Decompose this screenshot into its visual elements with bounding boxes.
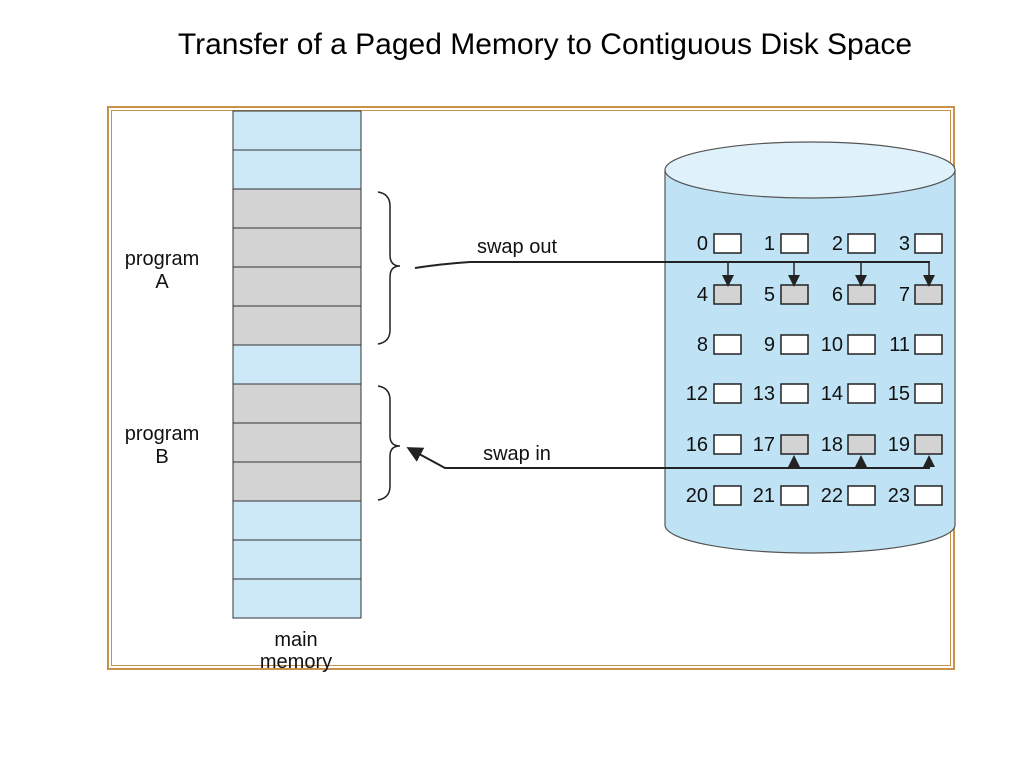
disk-block-free bbox=[847, 233, 876, 254]
disk-cylinder bbox=[664, 141, 956, 554]
memory-frame-used bbox=[232, 227, 362, 268]
disk-block-number: 17 bbox=[753, 434, 775, 456]
disk-block-number: 23 bbox=[888, 485, 910, 507]
disk-block-number: 2 bbox=[832, 233, 843, 255]
swap-in-arrow bbox=[406, 447, 935, 469]
disk-block-number: 6 bbox=[832, 284, 843, 306]
swap-in-label: swap in bbox=[483, 443, 551, 465]
disk-block-number: 13 bbox=[753, 383, 775, 405]
disk-block-number: 19 bbox=[888, 434, 910, 456]
disk-block-number: 3 bbox=[899, 233, 910, 255]
disk-block-number: 9 bbox=[764, 334, 775, 356]
disk-block-free bbox=[780, 383, 809, 404]
memory-frame-free bbox=[232, 578, 362, 619]
disk-block-free bbox=[914, 485, 943, 506]
disk-block-number: 1 bbox=[764, 233, 775, 255]
disk-block-number: 18 bbox=[821, 434, 843, 456]
program-b-brace bbox=[377, 385, 401, 501]
slide-title: Transfer of a Paged Memory to Contiguous… bbox=[177, 28, 913, 61]
disk-block-free bbox=[780, 233, 809, 254]
disk-block-free bbox=[713, 383, 742, 404]
disk-block-used bbox=[713, 284, 742, 305]
disk-block-used bbox=[847, 434, 876, 455]
memory-caption-line1: main bbox=[274, 629, 317, 651]
program-b-label-line1: program bbox=[125, 423, 199, 445]
disk-block-number: 11 bbox=[889, 334, 910, 356]
memory-frame-used bbox=[232, 383, 362, 424]
memory-frame-free bbox=[232, 539, 362, 580]
disk-block-number: 10 bbox=[821, 334, 843, 356]
memory-frame-free bbox=[232, 500, 362, 541]
disk-block-free bbox=[847, 485, 876, 506]
memory-frame-used bbox=[232, 305, 362, 346]
disk-block-number: 21 bbox=[753, 485, 775, 507]
program-a-label-line1: program bbox=[125, 248, 199, 270]
memory-frame-used bbox=[232, 266, 362, 307]
memory-frame-used bbox=[232, 188, 362, 229]
disk-block-free bbox=[713, 434, 742, 455]
disk-block-number: 0 bbox=[697, 233, 708, 255]
disk-block-free bbox=[713, 334, 742, 355]
disk-block-free bbox=[847, 383, 876, 404]
memory-frame-free bbox=[232, 110, 362, 151]
program-b-label-line2: B bbox=[155, 446, 168, 468]
disk-block-free bbox=[780, 485, 809, 506]
disk-block-free bbox=[914, 383, 943, 404]
disk-block-number: 8 bbox=[697, 334, 708, 356]
memory-caption-line2: memory bbox=[260, 651, 332, 673]
disk-block-number: 16 bbox=[686, 434, 708, 456]
memory-frame-free bbox=[232, 344, 362, 385]
disk-block-used bbox=[780, 284, 809, 305]
disk-block-free bbox=[914, 334, 943, 355]
disk-block-number: 4 bbox=[697, 284, 708, 306]
main-memory-column bbox=[232, 110, 362, 619]
swap-out-arrow bbox=[414, 261, 935, 287]
disk-block-number: 20 bbox=[686, 485, 708, 507]
disk-block-number: 5 bbox=[764, 284, 775, 306]
swap-out-label: swap out bbox=[477, 236, 557, 258]
memory-frame-free bbox=[232, 149, 362, 190]
disk-block-free bbox=[914, 233, 943, 254]
disk-block-used bbox=[914, 284, 943, 305]
disk-block-number: 12 bbox=[686, 383, 708, 405]
disk-block-number: 15 bbox=[888, 383, 910, 405]
disk-block-free bbox=[847, 334, 876, 355]
disk-block-free bbox=[713, 485, 742, 506]
disk-block-number: 14 bbox=[821, 383, 843, 405]
disk-block-number: 7 bbox=[899, 284, 910, 306]
memory-frame-used bbox=[232, 461, 362, 502]
disk-block-free bbox=[713, 233, 742, 254]
memory-frame-used bbox=[232, 422, 362, 463]
disk-block-free bbox=[780, 334, 809, 355]
disk-block-used bbox=[780, 434, 809, 455]
disk-block-number: 22 bbox=[821, 485, 843, 507]
program-a-brace bbox=[377, 191, 401, 345]
disk-block-used bbox=[847, 284, 876, 305]
program-a-label-line2: A bbox=[155, 271, 169, 293]
disk-block-used bbox=[914, 434, 943, 455]
